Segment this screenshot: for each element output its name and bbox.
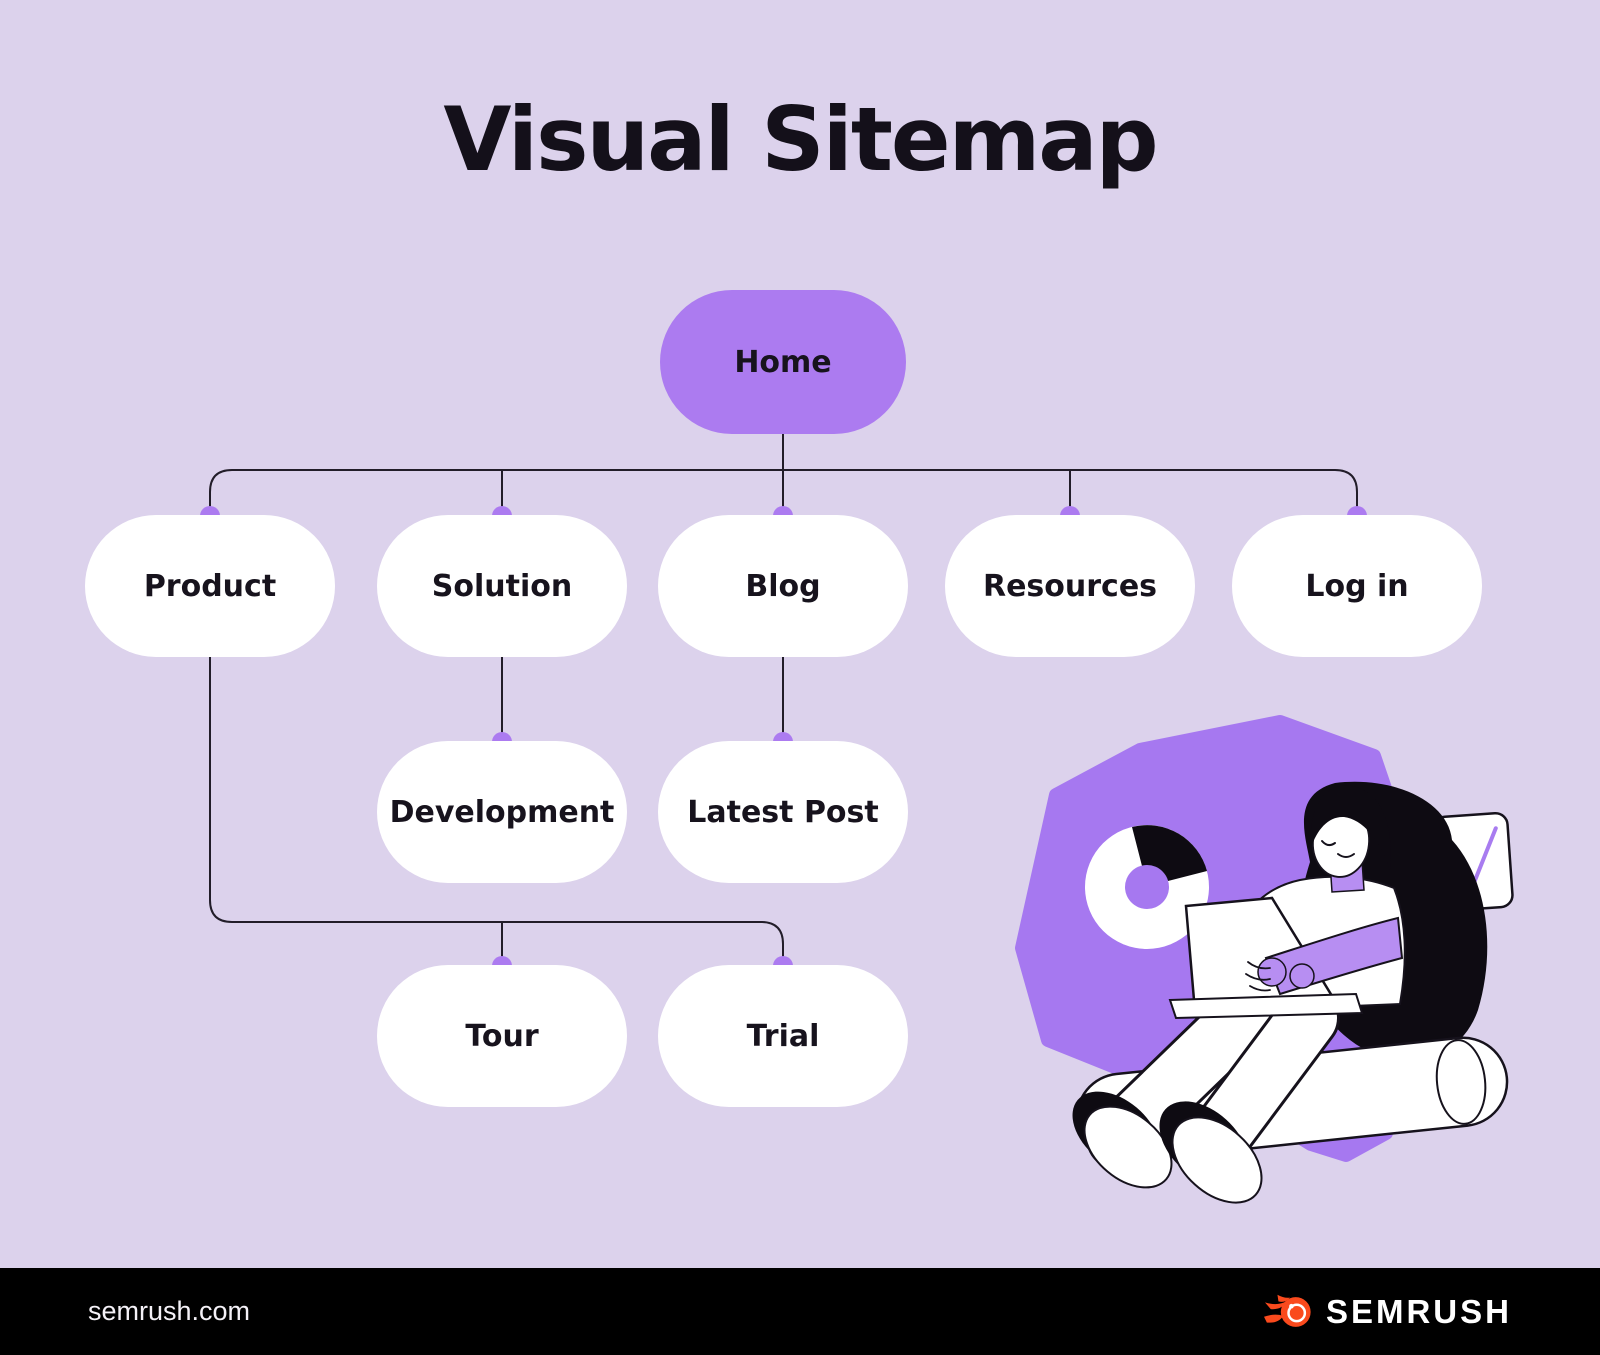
footer-bar: semrush.com SEMRUSH — [0, 1268, 1600, 1355]
node-blog: Blog — [658, 515, 908, 657]
node-latest-post: Latest Post — [658, 741, 908, 883]
semrush-flame-icon — [1263, 1294, 1311, 1327]
node-latest-post-label: Latest Post — [687, 794, 879, 830]
node-product: Product — [85, 515, 335, 657]
woman-legs — [1072, 983, 1340, 1204]
illustration-woman-laptop — [1015, 715, 1514, 1204]
node-development: Development — [377, 741, 627, 883]
node-blog-label: Blog — [745, 568, 821, 604]
node-product-label: Product — [143, 568, 277, 604]
node-resources-label: Resources — [982, 568, 1158, 604]
node-solution: Solution — [377, 515, 627, 657]
node-home: Home — [660, 290, 906, 434]
node-trial-label: Trial — [746, 1018, 820, 1054]
node-login-label: Log in — [1305, 568, 1409, 604]
node-trial: Trial — [658, 965, 908, 1107]
node-tour: Tour — [377, 965, 627, 1107]
node-resources: Resources — [945, 515, 1195, 657]
node-solution-label: Solution — [431, 568, 573, 604]
node-login: Log in — [1232, 515, 1482, 657]
semrush-logo: SEMRUSH — [1263, 1292, 1512, 1332]
page-title: Visual Sitemap — [443, 88, 1158, 191]
node-tour-label: Tour — [465, 1018, 539, 1054]
node-home-label: Home — [734, 344, 832, 380]
website-url: semrush.com — [88, 1296, 251, 1326]
node-development-label: Development — [389, 794, 615, 830]
brand-wordmark: SEMRUSH — [1325, 1292, 1512, 1330]
